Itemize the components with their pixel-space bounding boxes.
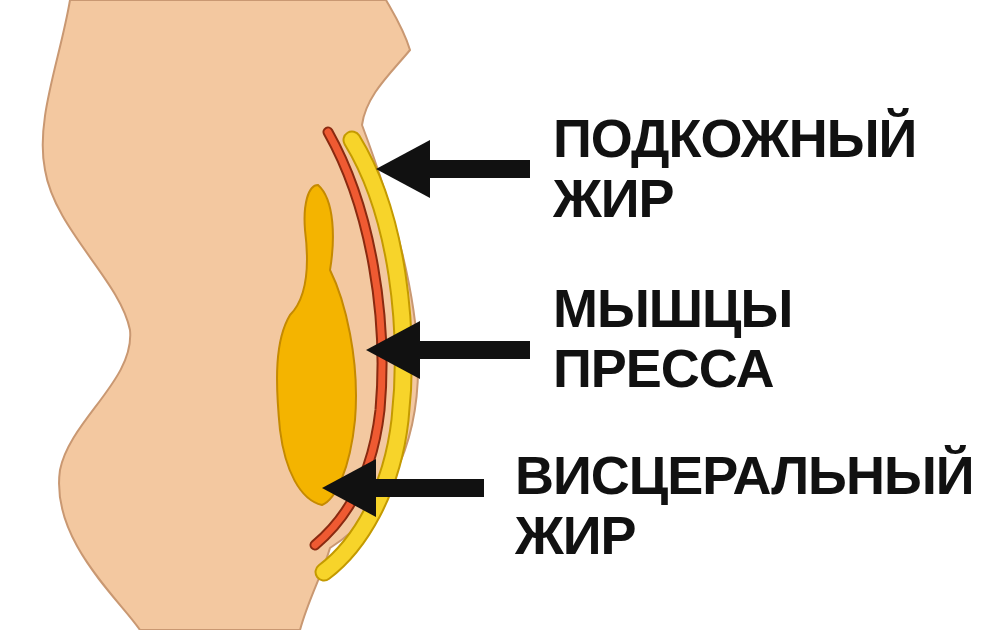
- body-silhouette: [43, 0, 418, 630]
- callout-label: МЫШЦЫ ПРЕССА: [553, 278, 792, 398]
- pointer-arrow: [376, 140, 530, 198]
- callout-label: ВИСЦЕРАЛЬНЫЙ ЖИР: [515, 445, 974, 565]
- pointer-arrow: [366, 321, 530, 379]
- callout-label: ПОДКОЖНЫЙ ЖИР: [553, 108, 916, 228]
- pointer-arrow: [322, 459, 484, 517]
- visceral-fat: [277, 185, 356, 505]
